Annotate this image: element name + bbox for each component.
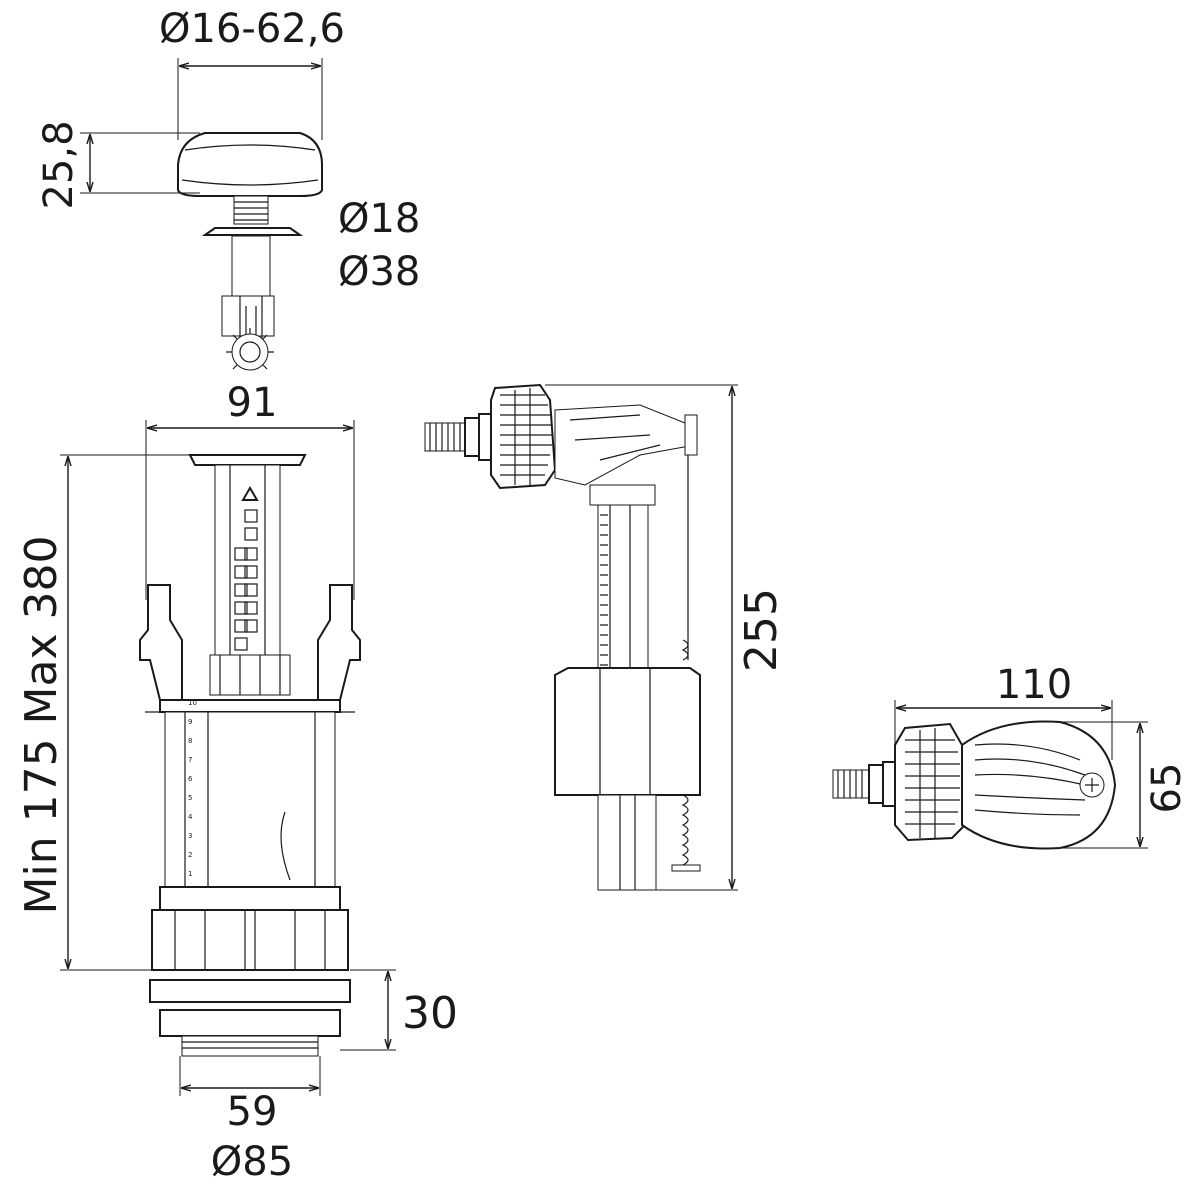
valve-width-dimension: 91 — [145, 380, 355, 600]
svg-text:2: 2 — [188, 851, 192, 859]
button-diameter-dimension: Ø16-62,6 — [159, 6, 345, 140]
svg-text:8: 8 — [188, 737, 192, 745]
top-view-width-label: 65 — [1144, 763, 1190, 814]
top-view-length-label: 110 — [996, 662, 1072, 708]
svg-text:10: 10 — [188, 699, 197, 707]
valve-height-label: Min 175 Max 380 — [16, 536, 67, 915]
svg-text:3: 3 — [188, 832, 192, 840]
hole-diameter-label: Ø18 — [338, 196, 420, 242]
base-height-dimension: 30 — [340, 969, 458, 1051]
flush-valve-scale: 10 9 8 7 6 5 4 3 2 1 — [188, 699, 197, 878]
valve-width-label: 91 — [227, 380, 278, 426]
fill-valve-drawing — [424, 383, 701, 891]
fill-valve-height-dimension: 255 — [545, 384, 787, 891]
top-view-length-dimension: 110 — [894, 662, 1113, 760]
thread-size-dimension: 59 Ø85 — [179, 1056, 321, 1185]
base-height-label: 30 — [402, 988, 458, 1039]
svg-text:6: 6 — [188, 775, 193, 783]
svg-text:5: 5 — [188, 794, 192, 802]
button-height-label: 25,8 — [36, 120, 82, 209]
svg-text:9: 9 — [188, 718, 192, 726]
plate-diameter-label: Ø38 — [338, 249, 420, 295]
svg-text:1: 1 — [188, 870, 192, 878]
flush-valve-drawing — [139, 454, 361, 1057]
push-button-drawing — [177, 132, 323, 371]
fill-valve-height-label: 255 — [736, 588, 787, 672]
svg-text:4: 4 — [188, 813, 193, 821]
valve-height-dimension: Min 175 Max 380 — [16, 454, 190, 971]
svg-text:7: 7 — [188, 756, 192, 764]
fill-valve-top-view — [832, 720, 1117, 850]
thread-size-label: 59 — [227, 1089, 278, 1135]
base-diameter-label: Ø85 — [211, 1139, 293, 1185]
button-diameter-label: Ø16-62,6 — [159, 6, 345, 52]
top-view-width-dimension: 65 — [1060, 721, 1190, 849]
button-height-dimension: 25,8 — [36, 120, 200, 210]
